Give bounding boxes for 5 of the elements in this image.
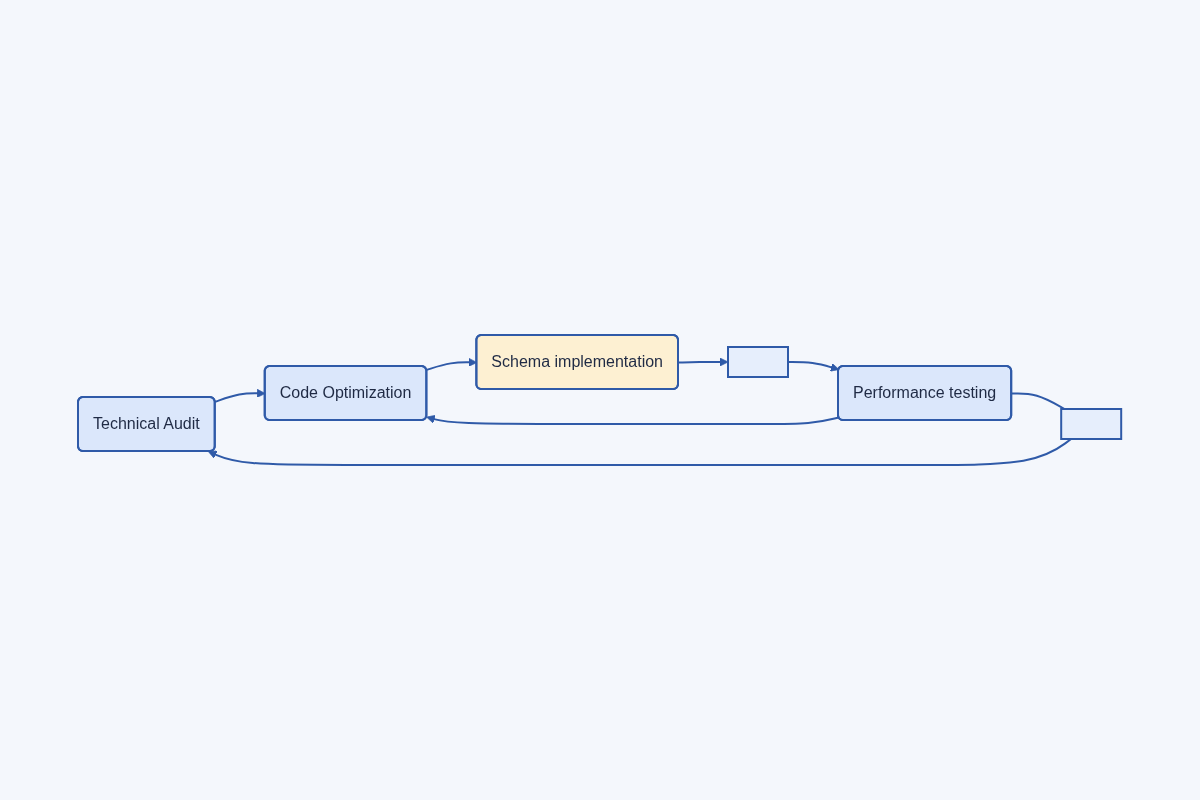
arrow: [208, 438, 1073, 466]
arrow: [426, 415, 841, 425]
node-box: [727, 346, 790, 378]
connector: [1011, 392, 1066, 410]
node-box: [1060, 408, 1123, 440]
